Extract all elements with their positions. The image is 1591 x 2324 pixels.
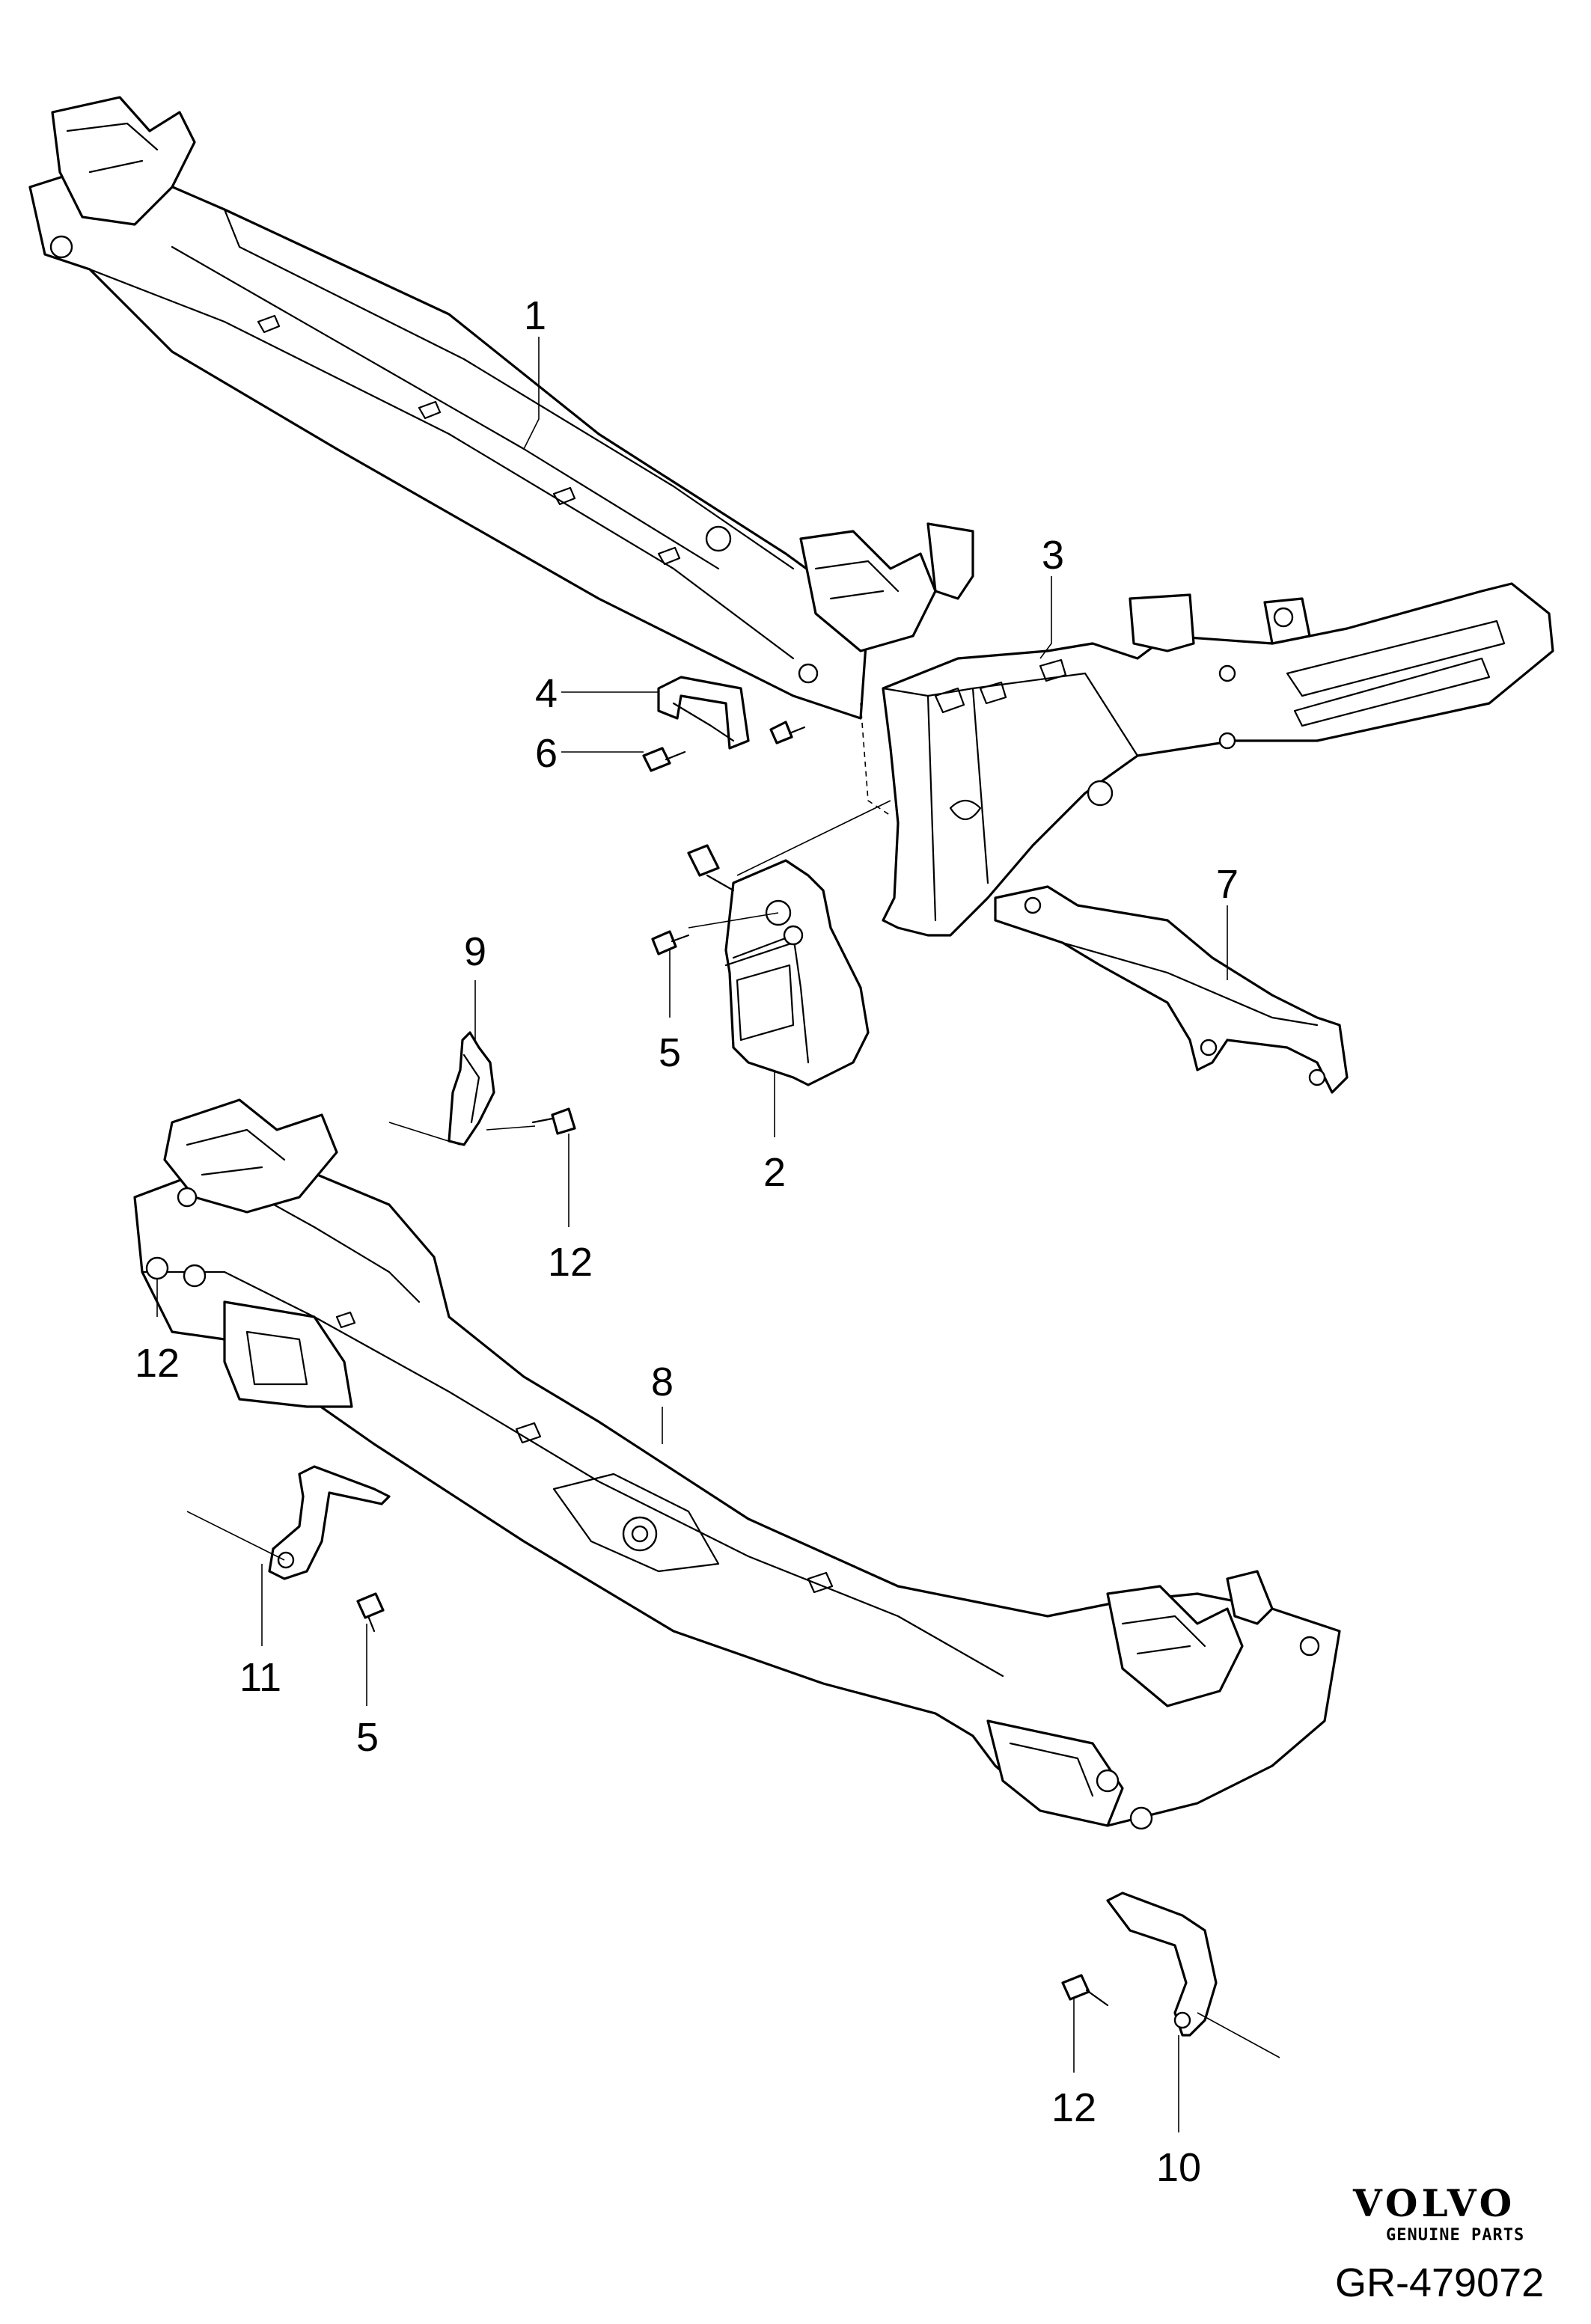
callout-1: 1 (524, 293, 546, 338)
callout-2: 2 (763, 1150, 786, 1195)
callout-12-left: 12 (135, 1341, 180, 1386)
callout-8: 8 (651, 1360, 674, 1404)
leader-lines (156, 337, 1280, 2132)
part-8-lower-cross-member (133, 1098, 1341, 1830)
part-9-small-bracket (448, 1031, 495, 1146)
callout-11: 11 (239, 1655, 281, 1700)
callout-6: 6 (535, 731, 558, 776)
part-11-lower-bracket-left (268, 1465, 391, 1580)
callout-3: 3 (1042, 533, 1064, 578)
part-1-upper-cross-member (28, 96, 974, 720)
callout-labels: 1 3 4 6 7 9 5 2 12 12 8 11 5 12 10 (135, 293, 1239, 2190)
bolt-near-part-1 (769, 721, 806, 744)
genuine-parts-tagline: GENUINE PARTS (1386, 2226, 1525, 2245)
part-7-support-strut (994, 885, 1349, 1094)
callout-10: 10 (1156, 2145, 1201, 2190)
part-3-side-support (882, 582, 1554, 937)
alignment-line (860, 703, 891, 816)
part-6-bolt (642, 747, 686, 772)
part-12-bolt-lower (1061, 1974, 1109, 2007)
volvo-logo: VOLVO (1353, 2181, 1516, 2225)
part-10-lower-bracket-right (1106, 1892, 1218, 2037)
part-5-bolt-upper (651, 930, 690, 955)
callout-4: 4 (535, 671, 558, 716)
part-4-wire-bracket (657, 676, 750, 750)
callout-12-upper: 12 (548, 1240, 593, 1285)
part-2-latch-bracket (687, 844, 870, 1086)
callout-5-lower: 5 (356, 1715, 379, 1760)
callout-9: 9 (464, 929, 486, 974)
callout-7: 7 (1216, 862, 1239, 907)
part-12-bolt-upper (531, 1107, 576, 1135)
callout-12-lower: 12 (1051, 2085, 1096, 2130)
figure-id: GR-479072 (1335, 2260, 1545, 2305)
part-5-bolt-lower (356, 1592, 385, 1633)
callout-5-upper: 5 (659, 1030, 681, 1075)
